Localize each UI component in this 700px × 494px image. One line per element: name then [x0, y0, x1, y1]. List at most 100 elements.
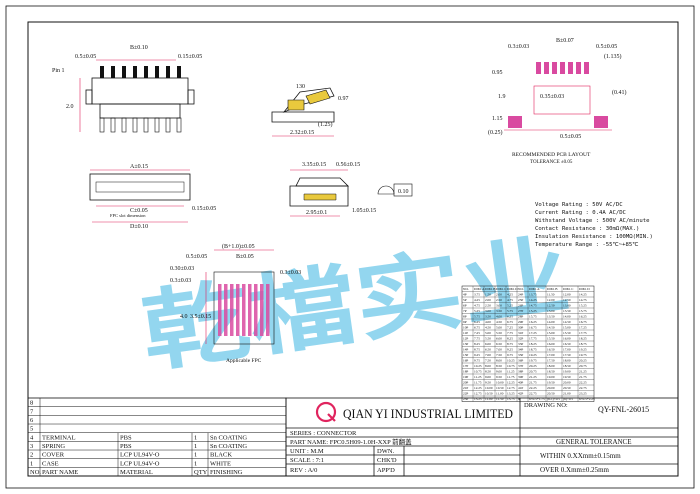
pin-table-cell: 15P: [463, 353, 468, 357]
pin-table-cell: 7.75: [474, 337, 480, 341]
pin-table-cell: 19.25: [579, 348, 587, 352]
unit-label: UNIT : M.M: [290, 448, 324, 455]
pin-table-cell: 14.00: [547, 320, 555, 324]
pin-table-cell: 17.00: [547, 353, 555, 357]
pin-table-cell: 11.50: [496, 397, 504, 401]
pin-table-cell: 22.75: [579, 386, 587, 390]
bom-cell: 5: [30, 426, 33, 433]
pin-table-header: DIM. A: [474, 287, 485, 291]
pin-table-cell: 18.75: [529, 348, 537, 352]
top-left-view: 0.5±0.05 B±0.10 0.15±0.05 Pin 1 2.0: [52, 45, 202, 133]
pin-table-cell: 11.75: [474, 381, 482, 385]
pin-table-header: NO.: [463, 287, 469, 291]
pin-table-cell: 32P: [518, 337, 523, 341]
bom-header-cell: QTY: [194, 469, 208, 476]
spec-withstand: Withstand Voltage : 500V AC/minute: [535, 218, 650, 224]
pin-table-cell: 14.00: [563, 315, 571, 319]
pin-table-cell: 3.00: [485, 309, 491, 313]
dim-ms-056: 0.56±0.15: [336, 162, 360, 168]
bom-cell: 1: [194, 452, 197, 459]
bom-cell: 6: [30, 417, 34, 424]
pin-table-cell: 13.75: [529, 293, 537, 297]
pin-table-cell: 3.75: [474, 293, 480, 297]
pin-table-cell: 16.00: [563, 337, 571, 341]
bom-cell: Sn COATING: [210, 434, 247, 441]
pin-table-cell: 19.00: [563, 370, 571, 374]
series-label: SERIES : CONNECTOR: [290, 430, 357, 437]
pin-table-cell: 5.00: [485, 331, 491, 335]
tl-pin: [111, 66, 115, 78]
pcb-pad: [560, 62, 565, 74]
pin-table-cell: (n)×0.5: [563, 397, 573, 401]
bom-header-cell: FINISHING: [210, 469, 243, 476]
pin-table-cell: 7.00: [485, 353, 491, 357]
pin-table-cell: 4.00: [485, 320, 491, 324]
pin-table-cell: 3.50: [485, 315, 491, 319]
pin-table-cell: 15.75: [529, 315, 537, 319]
pin1-label: Pin 1: [52, 68, 65, 74]
pin-table-cell: 12P: [463, 337, 468, 341]
pin-table-header: DIM. D: [507, 287, 518, 291]
pin-table-cell: n: [518, 397, 520, 401]
mid-side-view: 3.35±0.15 0.56±0.15 1.05±0.15 2.95±0.1 0…: [289, 162, 413, 217]
dim-fpc-35: 3.5±0.15: [190, 314, 211, 320]
company-name: QIAN YI INDUSTRIAL LIMITED: [343, 406, 513, 421]
pin-table-cell: 15.00: [563, 326, 571, 330]
pin-table-cell: 27P: [518, 309, 523, 313]
pin-table-header: NO.: [518, 287, 524, 291]
company-logo: [315, 401, 337, 423]
pin-table-cell: 40P: [518, 381, 523, 385]
pin-table-cell: 17.00: [563, 348, 571, 352]
outer-border: [5, 5, 695, 489]
bom-cell: Sn COATING: [210, 443, 247, 450]
pin-table-cell: 16.75: [529, 326, 537, 330]
pin-table-cell: 18.00: [563, 359, 571, 363]
tl-pin: [155, 66, 159, 78]
tl-pin-tail: [165, 117, 171, 133]
flatness-value: 0.10: [398, 189, 409, 195]
bom-cell: 8: [30, 400, 33, 407]
dim-ms-335: 3.35±0.15: [302, 162, 326, 168]
pin-table-cell: 12.25: [507, 381, 515, 385]
pin-table-cell: 6.75: [474, 326, 480, 330]
pin-table-cell: 21.75: [579, 375, 587, 379]
pin-table-header: DIM. B: [547, 287, 558, 291]
dim-ml-d: D±0.10: [130, 224, 148, 230]
pin-table-cell: 6.00: [485, 342, 491, 346]
pin-table-cell: 19.75: [579, 353, 587, 357]
pin-table-cell: 17.25: [529, 331, 537, 335]
pin-table-cell: 17P: [463, 364, 468, 368]
pin-table-cell: 17.75: [529, 337, 537, 341]
pin-table-cell: 10P: [463, 326, 468, 330]
pin-table-header: DIM. C: [496, 287, 507, 291]
spec-contact: Contact Resistance : 30mΩ(MAX.): [535, 226, 639, 232]
pcb-pad: [576, 62, 581, 74]
pin-table-cell: 10.75: [507, 364, 515, 368]
pin-table-cell: 17.25: [579, 326, 587, 330]
pin-table-cell: 10.00: [485, 386, 493, 390]
tl-pin-tail: [99, 117, 105, 133]
spec-current: Current Rating : 0.4A AC/DC: [535, 210, 626, 216]
pin-table-cell: 12.75: [507, 386, 515, 390]
pin-table-header: DIM. B: [485, 287, 496, 291]
tolerance-within: WITHIN 0.XXmm±0.15mm: [540, 452, 621, 460]
tl-pin: [166, 66, 170, 78]
dim-ms-105: 1.05±0.15: [352, 208, 376, 214]
pin-table-cell: 15.50: [547, 337, 555, 341]
pin-table-cell: 5.50: [496, 331, 502, 335]
pin-table-cell: 18.25: [579, 337, 587, 341]
pin-table-cell: 2.00: [485, 298, 491, 302]
bom-cell: 1: [194, 460, 197, 467]
pin-table-cell: 16.50: [547, 348, 555, 352]
pin-table-cell: 20.00: [563, 381, 571, 385]
pcb-pad: [544, 62, 549, 74]
pin-table-cell: 6.25: [474, 320, 480, 324]
bom-cell: 1: [30, 460, 33, 467]
pcb-pad: [584, 62, 589, 74]
pin-table-cell: 8.25: [507, 337, 513, 341]
fpc-contact: [254, 284, 258, 336]
pin-table-cell: 9.75: [474, 359, 480, 363]
pin-table-cell: 10.50: [496, 386, 504, 390]
dim-ml-c: C±0.05: [130, 208, 148, 214]
pin-table-cell: 13.25: [507, 392, 515, 396]
